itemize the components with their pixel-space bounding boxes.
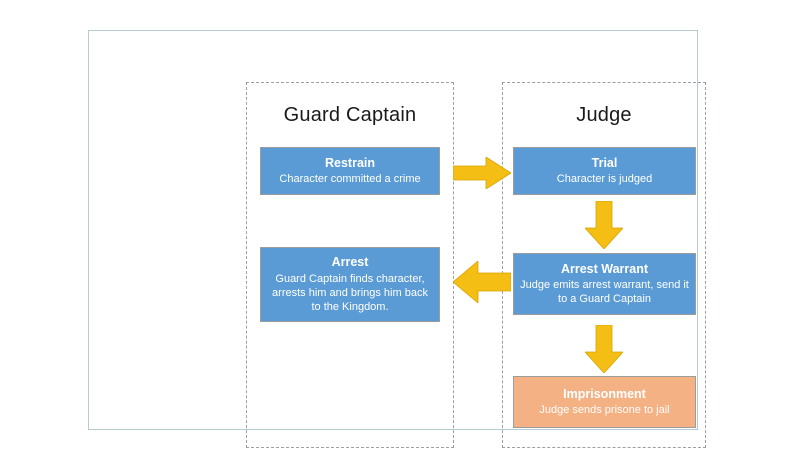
- process-box-restrain[interactable]: Restrain Character committed a crime: [260, 147, 440, 195]
- process-box-description: Guard Captain finds character, arrests h…: [272, 272, 428, 313]
- process-box-description: Judge emits arrest warrant, send it to a…: [520, 279, 689, 306]
- swimlane-title-judge: Judge: [576, 104, 632, 126]
- process-box-description: Character is judged: [556, 173, 653, 186]
- process-box-arrest[interactable]: Arrest Guard Captain finds character, ar…: [260, 247, 440, 322]
- process-box-title: Arrest Warrant: [560, 261, 649, 276]
- process-box-arrest-warrant[interactable]: Arrest Warrant Judge emits arrest warran…: [513, 253, 696, 315]
- process-box-trial[interactable]: Trial Character is judged: [513, 147, 696, 195]
- swimlane-title-guard-captain: Guard Captain: [283, 104, 417, 126]
- arrow-right-icon: [453, 157, 511, 189]
- process-box-title: Restrain: [324, 155, 376, 170]
- arrow-down-icon: [585, 201, 623, 249]
- swimlane-judge: Judge: [502, 82, 706, 448]
- swimlane-guard-captain: Guard Captain: [246, 82, 454, 448]
- arrow-down-icon: [585, 325, 623, 373]
- process-box-title: Arrest: [331, 255, 369, 270]
- process-box-imprisonment[interactable]: Imprisonment Judge sends prisone to jail: [513, 376, 696, 428]
- process-box-description: Judge sends prisone to jail: [539, 404, 670, 417]
- slide-canvas: Guard Captain Judge Restrain Character c…: [88, 30, 706, 448]
- process-box-title: Trial: [591, 155, 618, 170]
- process-box-title: Imprisonment: [563, 386, 646, 401]
- process-box-description: Character committed a crime: [279, 173, 421, 186]
- arrow-left-icon: [453, 261, 511, 303]
